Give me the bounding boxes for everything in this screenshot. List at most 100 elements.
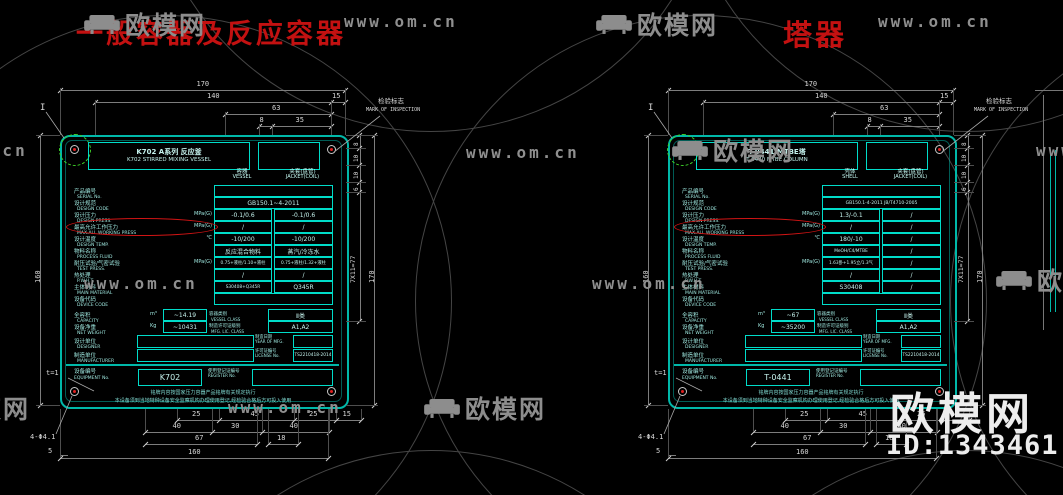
dim-line [906,409,907,444]
dim-line [668,458,936,459]
row-value-2: / [882,209,941,221]
footer-value [137,335,254,348]
highlight-ellipse [66,218,218,236]
row-label-en: SERIAL No. [77,195,102,200]
row-value-2: -0.1/0.6 [274,209,333,221]
screw-hole-center [938,148,941,151]
footer-label-2-zh: 许可证编号 [863,349,885,354]
footer-value-2 [901,335,941,348]
plate-title-side-box [258,142,320,170]
om-site-watermark: www.om.cn [0,141,28,160]
row-label-en: DEVICE CODE [685,303,717,308]
footer-value-2: TS2210418-2014 [293,349,333,362]
dim-line [346,405,378,406]
equipment-label-zh: 设备编号 [682,369,705,375]
dim-line [60,455,68,456]
screw-hole-center [73,390,76,393]
screw-hole-center [938,390,941,393]
sofa-logo-icon [996,270,1032,290]
stat-value: ~35200 [771,321,815,333]
row-value-2: / [882,257,941,269]
plate-outline [60,135,349,409]
plate-title-en: K702 STIRRED MIXING VESSEL [126,156,212,163]
dim-line [954,192,974,193]
stat-unit: m³ [150,311,157,317]
dim-line [954,165,974,166]
stat-unit: m³ [758,311,765,317]
row-value-2: / [882,233,941,245]
row-label-en: SERIAL No. [685,195,710,200]
row-label-zh: 物料名称 [74,249,97,255]
row-value-wide: GB150.1~4-2011 [214,197,333,209]
row-label-zh: 物料名称 [682,249,705,255]
row-label-zh: 设计规范 [682,201,705,207]
plate-separator [66,364,339,366]
row-value-1: S30408 [822,281,880,293]
dim-line [294,409,295,420]
stat-label-en: CAPACITY [685,319,707,324]
dim-line [331,100,332,135]
dim-line [329,409,330,432]
dim-line [268,409,269,444]
dim-line [939,100,940,135]
dim-label: 140 [207,92,220,100]
right-drawing-title: 塔器 [783,18,848,52]
edge-fragment-line [1050,150,1051,312]
dim-label: MARK OF INSPECTION [974,107,1029,113]
dim-line [644,405,668,406]
dim-label: MARK OF INSPECTION [366,107,421,113]
dim-line [753,432,937,433]
dim-line [36,405,60,406]
row-label-en: TEST PRESS. [77,267,106,272]
footer-value [745,349,862,362]
om-watermark-logo: 欧模网 [424,390,546,426]
om-site-watermark: www.om.cn [228,398,342,417]
footer-label-en: DESIGNER [77,345,101,350]
edge-fragment-line [1055,150,1056,312]
dim-line [346,165,366,166]
register-label-en: REGISTER No. [816,373,844,379]
dim-label: 40 [897,422,906,430]
dim-line [346,148,366,149]
register-value [252,369,333,386]
om-watermark-logo: 欧模网 [996,262,1063,298]
dim-line [345,88,346,135]
row-label-zh: 设备代码 [682,297,705,303]
dim-line [703,102,953,103]
column-header-1-zh: 容器 [236,169,248,175]
register-label-en: REGISTER No. [208,373,236,379]
screw-hole-center [330,390,333,393]
row-label-en: DESIGN TEMP. [685,243,717,248]
dim-line [60,90,345,91]
stat-value-2: A1,A2 [876,321,941,333]
row-label-zh: 设计压力 [74,213,97,219]
stat-label-2-zh: 制造许可证级别 [209,324,241,329]
dim-label: 170 [804,80,818,88]
dim-label: 5 [656,447,661,455]
row-label-zh: 产品编号 [74,189,97,195]
row-value-2: / [882,245,941,257]
footer-label-2-en: YEAR OF MFG. [255,339,284,345]
dim-line [346,192,366,193]
dim-line [668,90,953,91]
dim-label: 45 [858,410,867,418]
dim-line [954,321,974,322]
dim-line [827,409,828,420]
dim-line [668,88,669,135]
om-site-watermark: www.om.cn [1036,141,1063,160]
dim-line [936,409,937,458]
row-value-1: -0.1/0.6 [214,209,272,221]
stat-label-2-en: MFG. LIC. CLASS [211,329,245,334]
row-label-zh: 耐压试验/气密试验 [682,261,728,267]
dim-line [644,135,668,136]
plate-title-en: T-0440 MTBE COLUMN [746,156,808,163]
dim-label: 25 [309,410,318,418]
dim-label: 4-Φ4.1 [638,433,664,441]
row-label-zh: 主体材料 [74,285,97,291]
